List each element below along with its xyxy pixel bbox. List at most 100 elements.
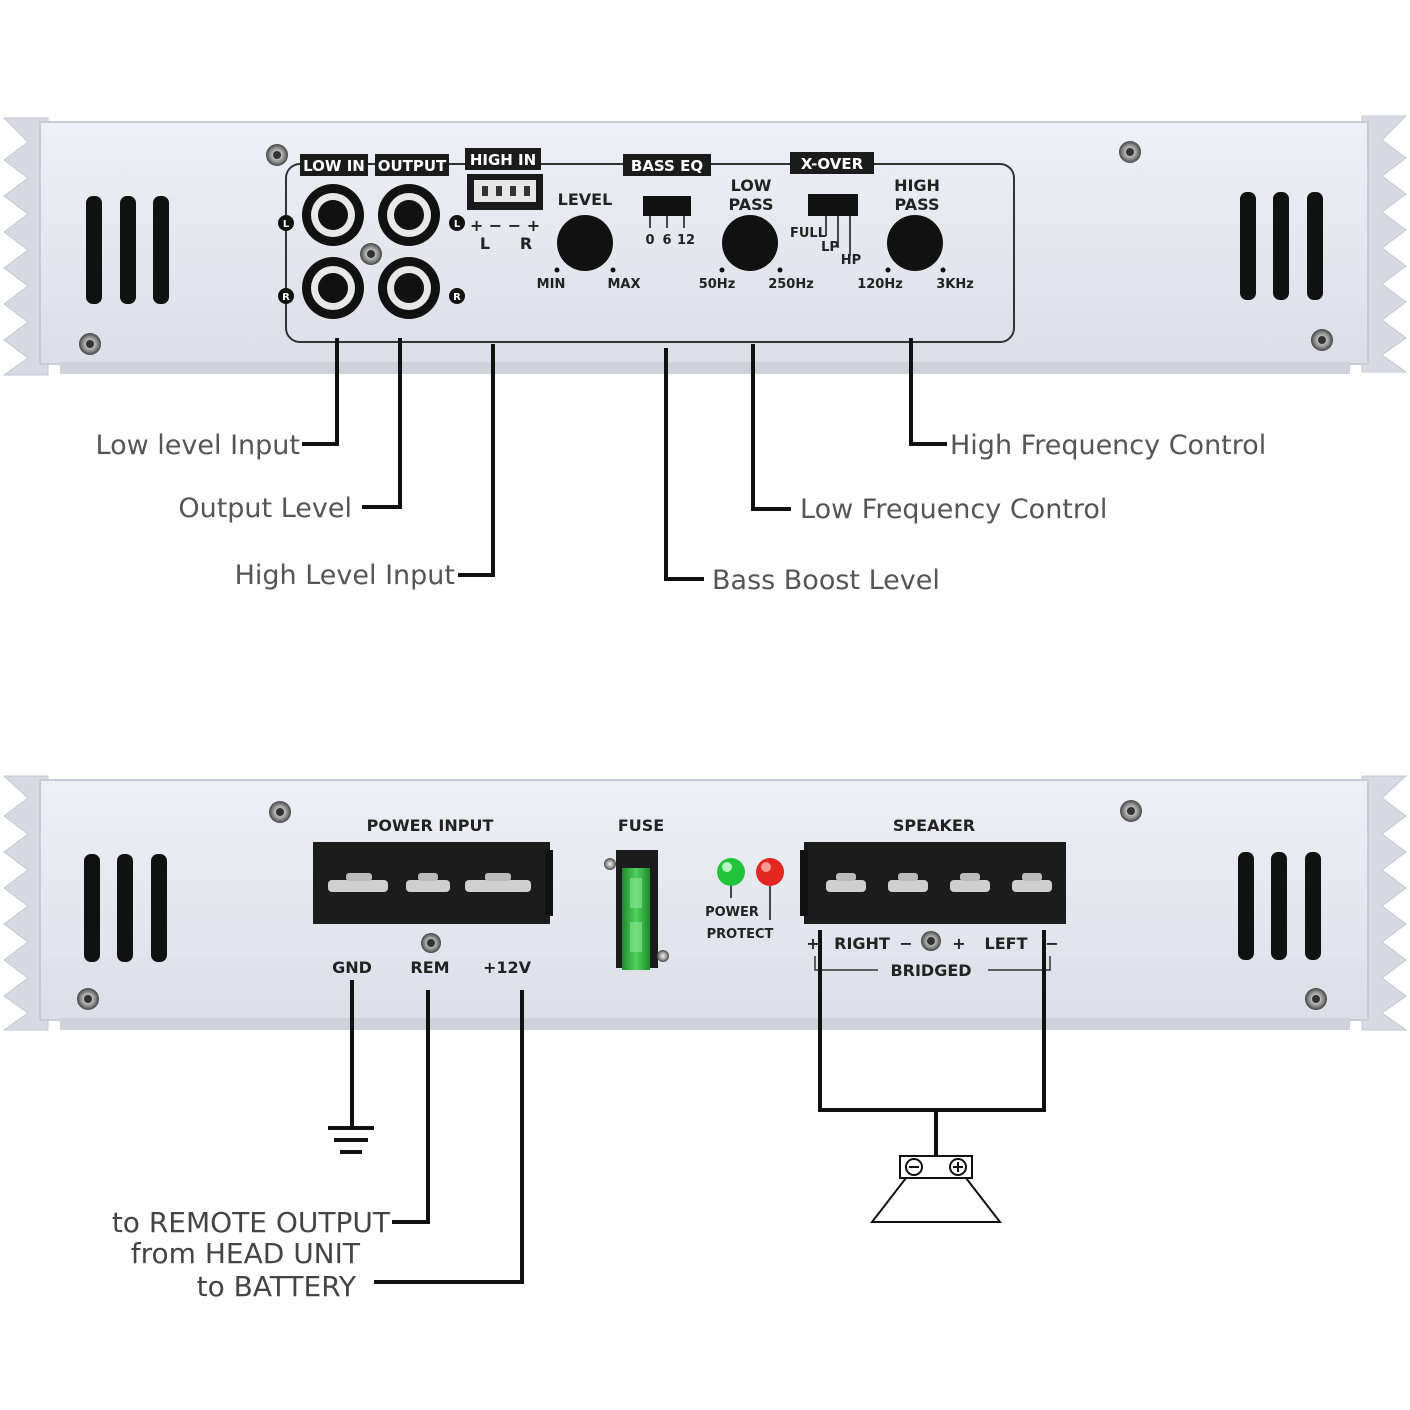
rca-jack-icon[interactable] — [378, 257, 440, 319]
left-channel-label: LEFT — [985, 934, 1028, 953]
speaker-terminal[interactable] — [800, 842, 1066, 924]
power-led-label: POWER — [705, 905, 759, 920]
screw-icon — [266, 144, 288, 166]
low-pass-knob-icon[interactable] — [722, 215, 778, 271]
screw-icon — [1311, 329, 1333, 351]
callout-bass-boost-level: Bass Boost Level — [712, 565, 940, 596]
vent-slots-left — [84, 854, 167, 962]
back-leader-lines — [350, 930, 1046, 1284]
bass-eq-6-label: 6 — [662, 233, 671, 248]
callout-high-frequency-control: High Frequency Control — [950, 430, 1266, 461]
power-led-icon — [717, 858, 745, 886]
protect-led-label: PROTECT — [707, 927, 774, 942]
callout-low-frequency-control: Low Frequency Control — [800, 494, 1107, 525]
low-pass-50hz-label: 50Hz — [699, 277, 736, 292]
high-in-connector[interactable] — [467, 174, 543, 210]
rca-jack-icon[interactable] — [378, 184, 440, 246]
power-input-terminal[interactable] — [313, 842, 553, 924]
vent-slots-right — [1240, 192, 1323, 300]
right-plus-label: + — [806, 934, 819, 953]
high-in-tag: HIGH IN — [465, 148, 541, 170]
bass-eq-0-label: 0 — [645, 233, 654, 248]
fuse-holder[interactable] — [604, 850, 669, 970]
screw-icon — [1120, 800, 1142, 822]
x-over-switch[interactable] — [808, 194, 858, 216]
rem-label: REM — [410, 958, 449, 977]
x-over-lp-label: LP — [821, 240, 839, 255]
high-pass-knob-icon[interactable] — [887, 215, 943, 271]
level-label: LEVEL — [558, 190, 613, 209]
front-panel: LOW IN OUTPUT HIGH IN BASS EQ X-OVER — [2, 115, 1408, 376]
svg-text:L: L — [454, 219, 461, 230]
gnd-label: GND — [332, 958, 372, 977]
screw-icon — [1305, 988, 1327, 1010]
channel-marker-l: L — [449, 215, 465, 231]
callout-remote-output: to REMOTE OUTPUT — [112, 1206, 391, 1239]
rca-jack-icon[interactable] — [302, 257, 364, 319]
screw-icon — [921, 931, 941, 951]
fuse-label: FUSE — [618, 816, 664, 835]
screw-icon — [77, 988, 99, 1010]
callout-output-level: Output Level — [178, 493, 352, 524]
v12-label: +12V — [483, 958, 532, 977]
protect-led-icon — [756, 858, 784, 886]
screw-icon — [421, 933, 441, 953]
right-channel-label: RIGHT — [834, 934, 890, 953]
high-pass-label: HIGH — [894, 176, 940, 195]
svg-text:OUTPUT: OUTPUT — [378, 157, 447, 175]
rca-jack-icon[interactable] — [302, 184, 364, 246]
output-tag: OUTPUT — [375, 154, 449, 176]
channel-marker-r: R — [449, 288, 465, 304]
low-pass-label-2: PASS — [729, 195, 774, 214]
channel-marker-l: L — [278, 215, 294, 231]
front-leader-lines — [302, 338, 947, 581]
level-knob-icon[interactable] — [557, 215, 613, 271]
svg-text:BASS EQ: BASS EQ — [631, 157, 703, 175]
back-panel: POWER INPUT GND REM +12V FUSE — [2, 775, 1408, 1031]
callout-low-level-input: Low level Input — [96, 430, 300, 461]
heatsink-fins-right — [1361, 775, 1408, 1031]
low-in-tag: LOW IN — [300, 154, 368, 176]
heatsink-fins-right — [1361, 115, 1408, 373]
level-min-label: MIN — [537, 277, 566, 292]
ground-symbol-icon — [328, 1126, 374, 1154]
right-minus-label: − — [899, 934, 912, 953]
screw-icon — [79, 333, 101, 355]
left-minus-label: − — [1045, 934, 1058, 953]
high-in-l-label: L — [480, 234, 490, 253]
x-over-hp-label: HP — [841, 253, 861, 268]
heatsink-fins-left — [2, 117, 49, 376]
x-over-tag: X-OVER — [790, 152, 874, 174]
svg-text:X-OVER: X-OVER — [801, 155, 864, 173]
speaker-icon — [869, 1155, 1003, 1223]
svg-text:LOW IN: LOW IN — [303, 157, 365, 175]
callout-head-unit: from HEAD UNIT — [131, 1237, 361, 1270]
vent-slots-left — [86, 196, 169, 304]
heatsink-fins-left — [2, 775, 49, 1031]
power-input-label: POWER INPUT — [367, 816, 494, 835]
high-in-r-label: R — [520, 234, 532, 253]
bridged-label: BRIDGED — [890, 961, 971, 980]
bridged-bracket — [814, 956, 1051, 971]
svg-text:HIGH IN: HIGH IN — [470, 151, 536, 169]
bass-eq-12-label: 12 — [677, 233, 695, 248]
low-pass-250hz-label: 250Hz — [768, 277, 814, 292]
screw-icon — [360, 243, 382, 265]
speaker-label: SPEAKER — [893, 816, 975, 835]
callout-high-level-input: High Level Input — [235, 560, 455, 591]
svg-text:L: L — [283, 219, 290, 230]
high-in-polarity: + − − + — [470, 216, 540, 235]
high-pass-3khz-label: 3KHz — [936, 277, 974, 292]
screw-icon — [269, 801, 291, 823]
callout-battery: to BATTERY — [197, 1270, 357, 1303]
screw-icon — [1119, 141, 1141, 163]
channel-marker-r: R — [278, 288, 294, 304]
x-over-full-label: FULL — [790, 226, 826, 241]
high-pass-120hz-label: 120Hz — [857, 277, 903, 292]
level-max-label: MAX — [607, 277, 640, 292]
left-plus-label: + — [952, 934, 965, 953]
bass-eq-switch[interactable] — [643, 196, 691, 216]
svg-text:R: R — [453, 292, 461, 303]
svg-text:R: R — [282, 292, 290, 303]
